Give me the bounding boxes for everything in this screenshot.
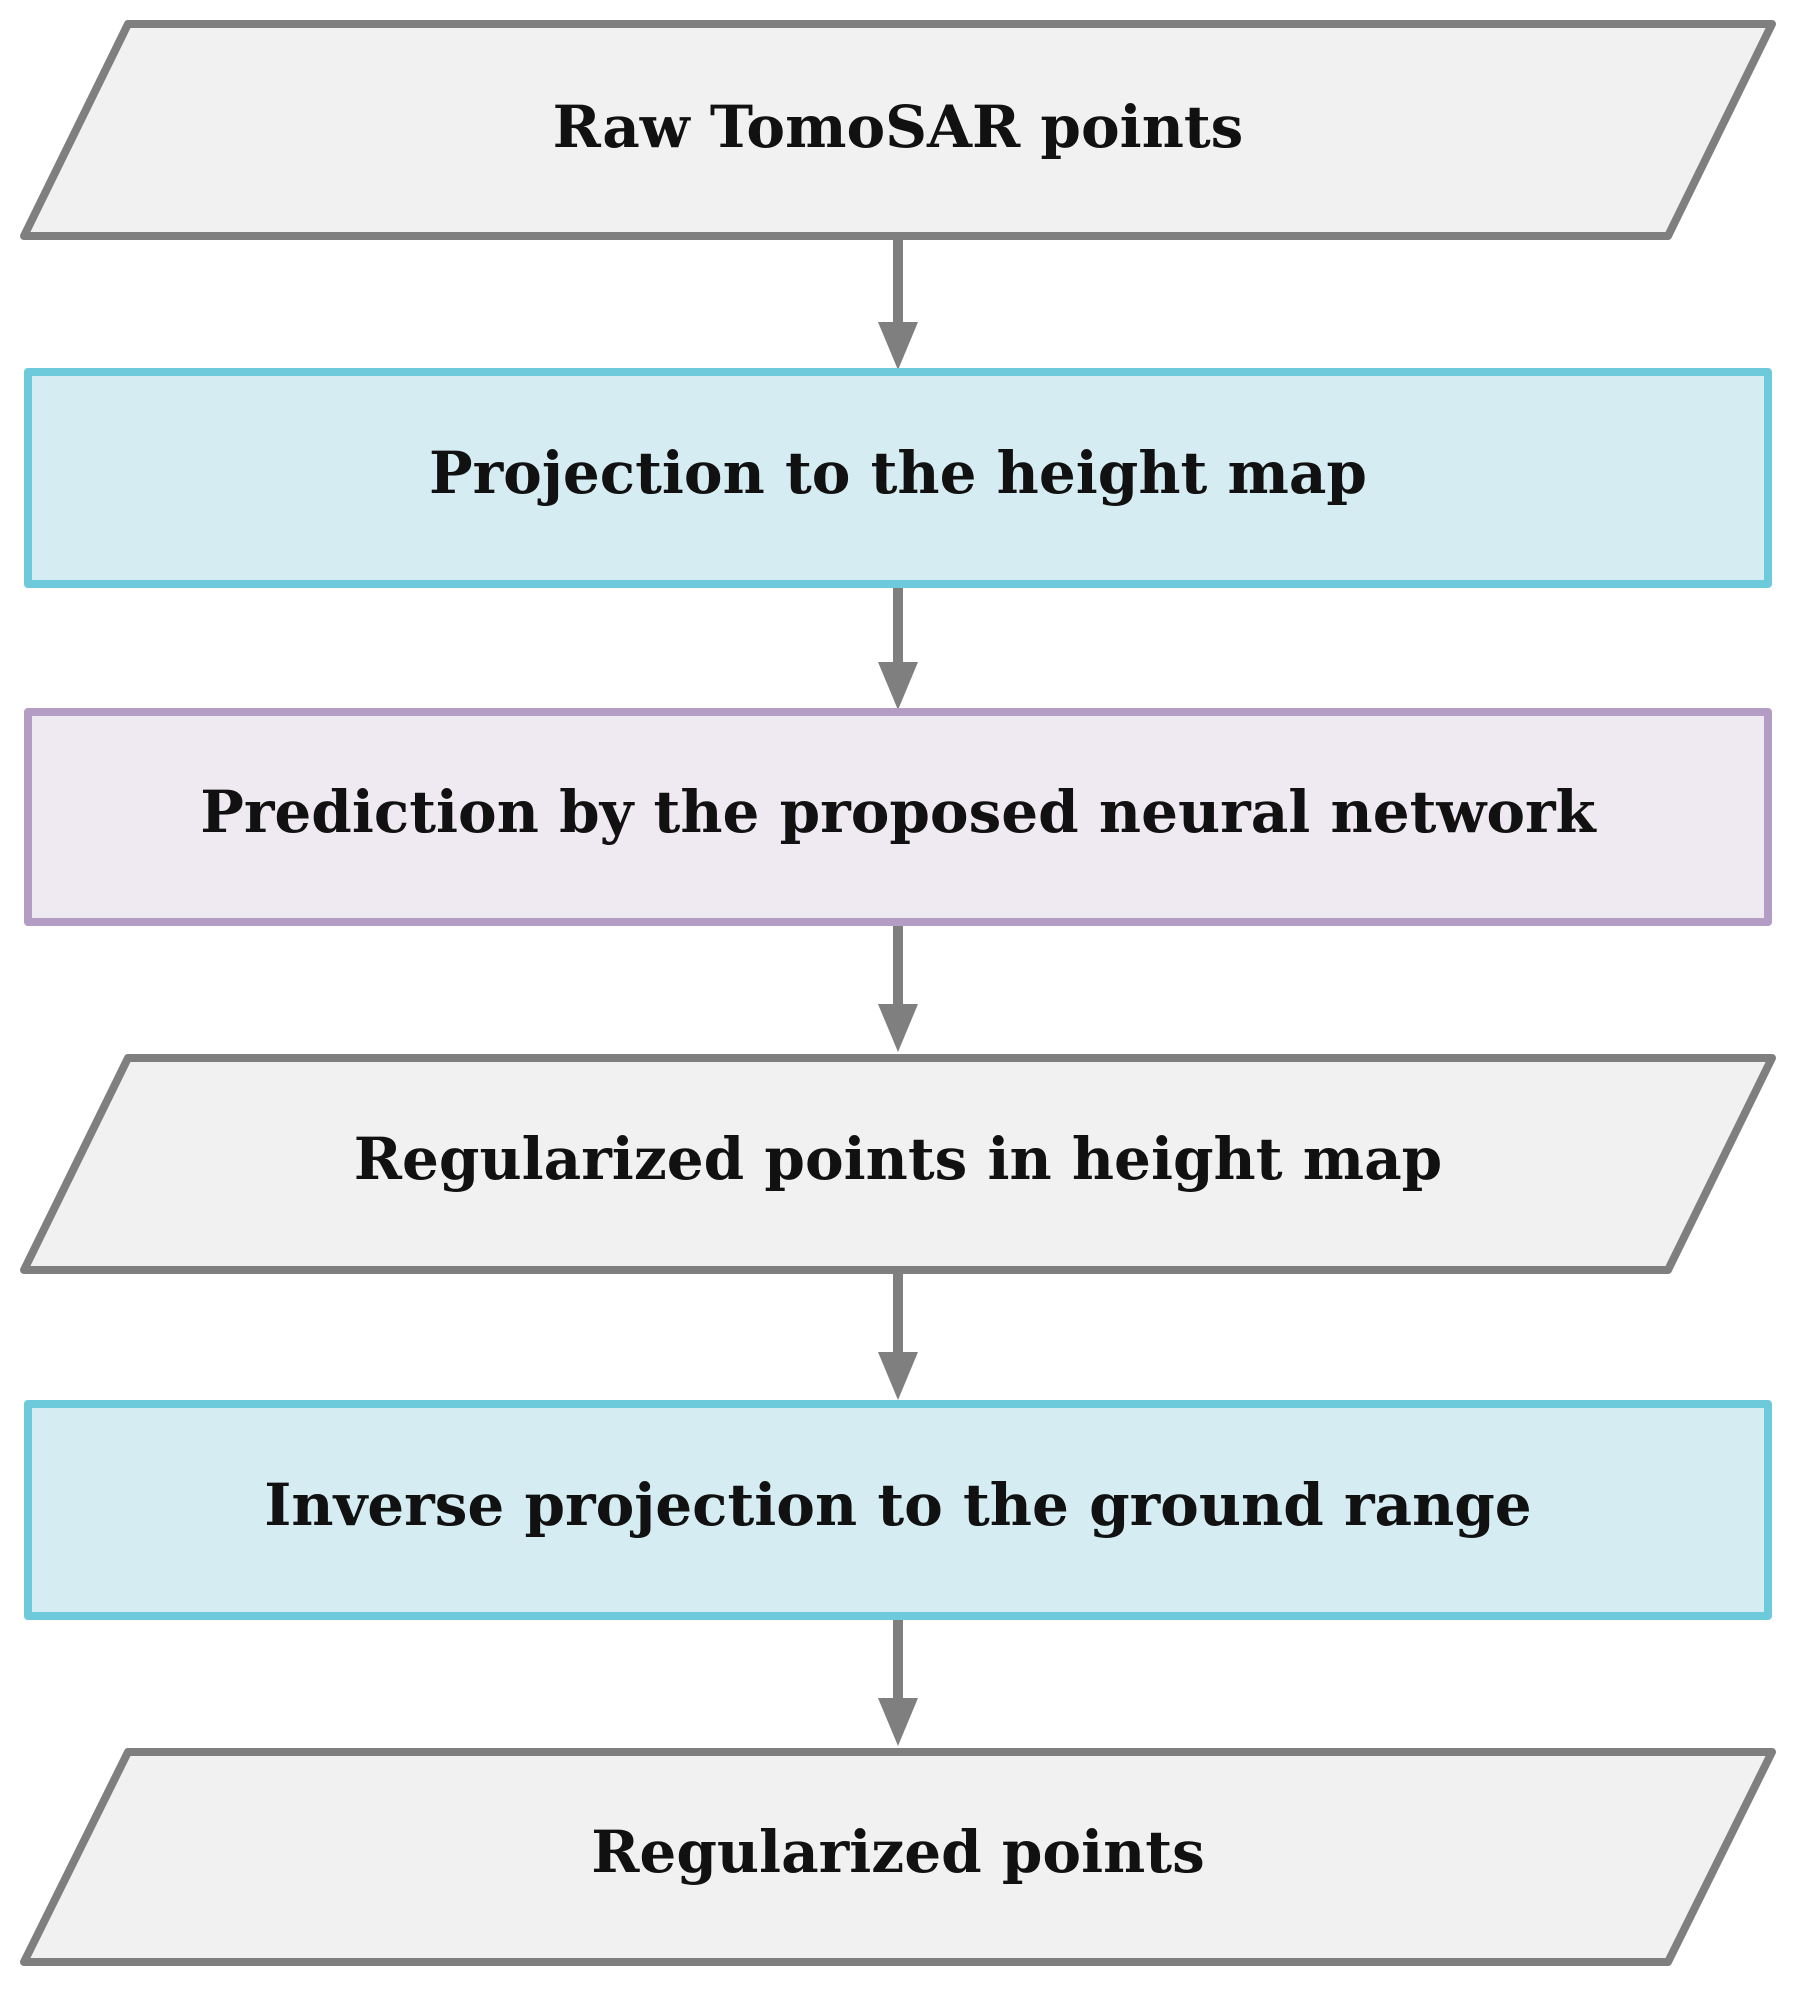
arrow-head bbox=[878, 1352, 918, 1400]
arrow-head bbox=[878, 322, 918, 370]
node-label: Inverse projection to the ground range bbox=[264, 1471, 1531, 1539]
node-regularized-points: Regularized points bbox=[20, 1748, 1776, 1966]
node-regularized-points-in-height-map: Regularized points in height map bbox=[20, 1054, 1776, 1274]
node-label: Prediction by the proposed neural networ… bbox=[200, 778, 1597, 846]
node-label: Regularized points bbox=[591, 1818, 1205, 1886]
process-box bbox=[24, 368, 1772, 588]
node-prediction-neural-network: Prediction by the proposed neural networ… bbox=[24, 708, 1772, 926]
parallelogram-shape bbox=[20, 20, 1776, 240]
connector-3 bbox=[878, 922, 918, 1052]
process-box bbox=[24, 708, 1772, 926]
arrow-head bbox=[878, 1004, 918, 1052]
node-raw-tomosar-points: Raw TomoSAR points bbox=[20, 20, 1776, 240]
arrow-head bbox=[878, 1698, 918, 1746]
arrow-head bbox=[878, 662, 918, 710]
parallelogram-shape bbox=[20, 1054, 1776, 1274]
node-label: Projection to the height map bbox=[429, 439, 1367, 507]
node-label: Raw TomoSAR points bbox=[553, 93, 1244, 161]
connector-4 bbox=[878, 1274, 918, 1400]
connector-2 bbox=[878, 582, 918, 710]
node-inverse-projection-ground-range: Inverse projection to the ground range bbox=[24, 1400, 1772, 1620]
node-label: Regularized points in height map bbox=[354, 1125, 1442, 1193]
parallelogram-shape bbox=[20, 1748, 1776, 1966]
process-box bbox=[24, 1400, 1772, 1620]
connector-1 bbox=[878, 238, 918, 370]
connector-5 bbox=[878, 1618, 918, 1746]
node-projection-to-height-map: Projection to the height map bbox=[24, 368, 1772, 588]
